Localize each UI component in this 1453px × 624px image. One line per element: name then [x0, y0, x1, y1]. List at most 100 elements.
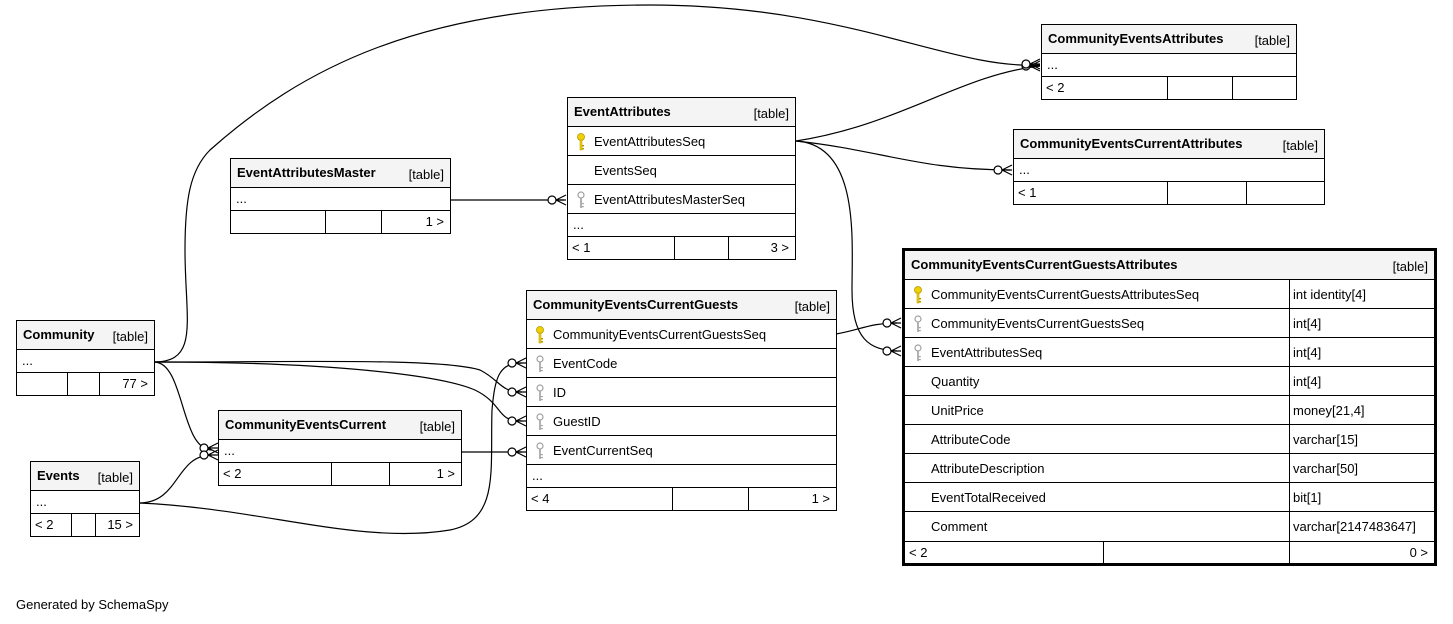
parent-count: < 2: [223, 466, 242, 481]
parent-count: < 2: [35, 517, 54, 532]
edge-community-to-community-events-attributes: [153, 4, 1041, 363]
foreign-key-icon: [914, 315, 922, 332]
table-footer: < 2: [1042, 77, 1296, 99]
column-name: EventAttributesMasterSeq: [594, 192, 746, 207]
edge-events-to-community-events-current: [138, 454, 213, 504]
column-type: varchar[50]: [1293, 461, 1359, 476]
table-community[interactable]: Community [table] ... 77 >: [16, 320, 155, 396]
table-type: [table]: [1254, 33, 1290, 48]
column-name: ID: [553, 385, 566, 400]
child-count: 1 >: [811, 491, 830, 506]
table-footer: < 1: [1014, 182, 1324, 204]
column-type: varchar[2147483647]: [1293, 519, 1416, 534]
foreign-key-icon: [536, 384, 544, 401]
column-type: int identity[4]: [1293, 287, 1366, 302]
child-count: 15 >: [107, 517, 133, 532]
column-row: CommunityEventsCurrentGuestsAttributesSe…: [905, 280, 1434, 309]
table-footer: 1 >: [231, 211, 450, 233]
table-type: [table]: [1392, 259, 1428, 274]
table-name: CommunityEventsCurrentGuests: [533, 297, 739, 312]
column-type: money[21,4]: [1293, 403, 1365, 418]
table-event-attributes[interactable]: EventAttributes [table] EventAttributesS…: [567, 97, 796, 260]
table-type: [table]: [97, 470, 133, 485]
column-row: CommunityEventsCurrentGuestsSeq: [527, 320, 836, 349]
table-name: CommunityEventsAttributes: [1048, 31, 1224, 46]
column-list: CommunityEventsCurrentGuestsAttributesSe…: [905, 280, 1434, 541]
parent-count: < 1: [1018, 185, 1037, 200]
table-header: Events [table]: [31, 462, 139, 491]
more-columns: ...: [31, 491, 139, 514]
table-community-events-current-guests-attributes[interactable]: CommunityEventsCurrentGuestsAttributes […: [902, 248, 1437, 566]
column-row: EventAttributesSeq: [568, 127, 795, 156]
column-name: EventCurrentSeq: [553, 443, 653, 458]
parent-count: < 2: [1046, 80, 1065, 95]
table-name: EventAttributes: [574, 104, 671, 119]
foreign-key-icon: [536, 355, 544, 372]
primary-key-icon: [536, 326, 544, 344]
child-count: 0 >: [1409, 545, 1428, 560]
edge-events-to-guests-eventcode: [138, 362, 523, 535]
table-event-attributes-master[interactable]: EventAttributesMaster [table] ... 1 >: [230, 158, 451, 234]
table-name: Community: [23, 327, 95, 342]
column-row: EventAttributesMasterSeq: [568, 185, 795, 214]
table-header: EventAttributesMaster [table]: [231, 159, 450, 188]
table-type: [table]: [408, 167, 444, 182]
column-row: EventTotalReceived bit[1]: [905, 483, 1434, 512]
table-footer: < 2 0 >: [905, 541, 1434, 563]
column-name: EventTotalReceived: [931, 490, 1046, 505]
table-header: CommunityEventsCurrentGuests [table]: [527, 291, 836, 320]
edge-community-to-guests-guestid: [153, 361, 523, 422]
edge-community-to-guests-id: [153, 360, 523, 393]
table-header: CommunityEventsCurrent [table]: [219, 411, 461, 440]
more-columns: ...: [527, 465, 836, 488]
column-name: CommunityEventsCurrentGuestsAttributesSe…: [931, 287, 1200, 302]
parent-count: < 2: [909, 545, 928, 560]
column-name: UnitPrice: [931, 403, 984, 418]
edge-eventattributes-to-community-events-attributes: [795, 65, 1041, 142]
table-community-events-current-attributes[interactable]: CommunityEventsCurrentAttributes [table]…: [1013, 129, 1325, 205]
table-events[interactable]: Events [table] ... < 2 15 >: [30, 461, 140, 537]
table-type: [table]: [794, 299, 830, 314]
table-type: [table]: [753, 106, 789, 121]
column-name: EventCode: [553, 356, 618, 371]
column-name: CommunityEventsCurrentGuestsSeq: [931, 316, 1145, 331]
table-community-events-current-guests[interactable]: CommunityEventsCurrentGuests [table] Com…: [526, 290, 837, 511]
edge-community-to-community-events-current: [153, 361, 213, 451]
more-columns: ...: [219, 440, 461, 463]
column-name: GuestID: [553, 414, 601, 429]
edge-eventattributes-to-guests-attributes: [795, 140, 898, 352]
table-type: [table]: [112, 329, 148, 344]
column-row: UnitPrice money[21,4]: [905, 396, 1434, 425]
column-name: AttributeCode: [931, 432, 1011, 447]
more-columns: ...: [17, 350, 154, 373]
table-footer: < 4 1 >: [527, 488, 836, 510]
table-footer: < 2 15 >: [31, 514, 139, 536]
primary-key-icon: [914, 286, 922, 304]
column-name: Quantity: [931, 374, 980, 389]
parent-count: < 1: [572, 240, 591, 255]
table-community-events-current[interactable]: CommunityEventsCurrent [table] ... < 2 1…: [218, 410, 462, 486]
column-row: GuestID: [527, 407, 836, 436]
generated-by-note: Generated by SchemaSpy: [16, 597, 169, 612]
table-footer: 77 >: [17, 373, 154, 395]
child-count: 77 >: [122, 376, 148, 391]
table-name: EventAttributesMaster: [237, 165, 376, 180]
child-count: 3 >: [770, 240, 789, 255]
column-type: bit[1]: [1293, 490, 1322, 505]
foreign-key-icon: [914, 344, 922, 361]
column-row: EventsSeq: [568, 156, 795, 185]
table-header: Community [table]: [17, 321, 154, 350]
table-community-events-attributes[interactable]: CommunityEventsAttributes [table] ... < …: [1041, 24, 1297, 100]
table-header: CommunityEventsCurrentGuestsAttributes […: [905, 251, 1434, 280]
child-count: 1 >: [425, 214, 444, 229]
table-type: [table]: [1282, 138, 1318, 153]
table-name: CommunityEventsCurrentAttributes: [1020, 136, 1243, 151]
foreign-key-icon: [577, 191, 585, 208]
column-name: EventsSeq: [594, 163, 657, 178]
edge-eventattributes-to-current-attributes: [795, 140, 1011, 171]
table-header: EventAttributes [table]: [568, 98, 795, 127]
